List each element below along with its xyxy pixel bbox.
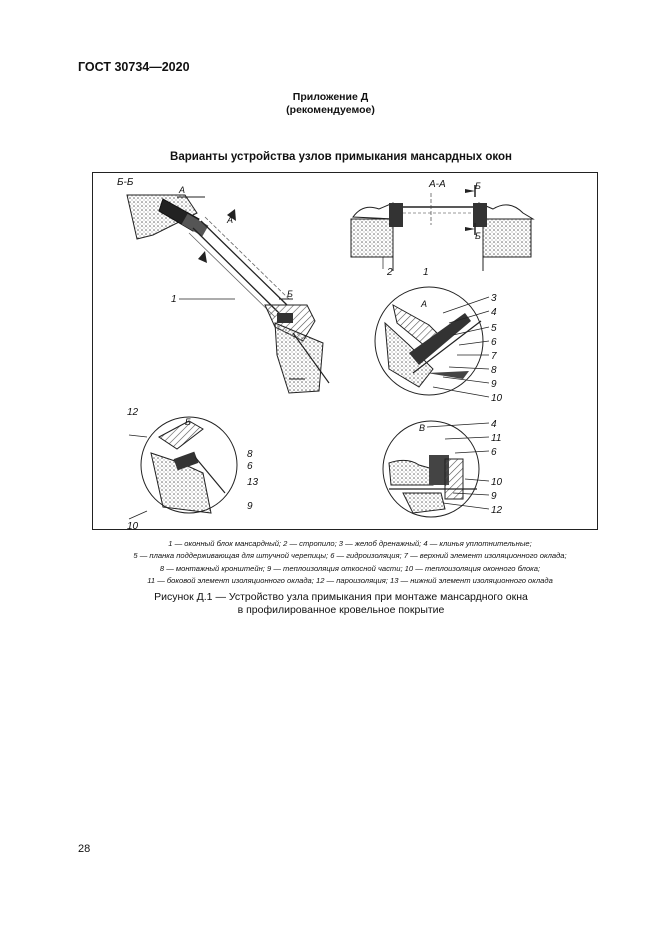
callout-a-8: 8 [491,365,497,376]
detail-a-drawing [374,286,484,396]
label-a-detail: А [420,299,427,309]
callout-b-10: 10 [127,521,139,529]
label-a-main: А [178,185,185,195]
callout-2-aa: 2 [386,267,393,278]
callout-a-4: 4 [491,307,497,318]
appendix-title: Приложение Д [292,91,369,103]
label-b-main: Б [287,289,293,299]
figure-title: Варианты устройства узлов примыкания ман… [170,151,512,163]
callout-a-10: 10 [491,393,503,404]
legend-line: 5 — планка поддерживающая для штучной че… [133,551,567,561]
caption-line-2: в профилированное кровельное покрытие [237,604,445,616]
callout-b-9: 9 [247,501,253,512]
callout-a-6: 6 [491,337,497,348]
detail-v-drawing [382,420,480,518]
callout-a-5: 5 [491,323,497,334]
label-b-sec-2: Б [475,231,481,241]
label-v-detail: В [419,423,425,433]
callout-v-11: 11 [491,433,501,444]
callout-a-9: 9 [491,379,497,390]
label-b-sec: Б [475,181,481,191]
technical-drawing: Б-Б А А Б 1 А-А Б Б 2 1 А 3 4 5 6 7 8 9 … [117,177,535,532]
callout-a-7: 7 [491,351,497,362]
callout-v-12: 12 [491,505,503,516]
caption-line-1: Рисунок Д.1 — Устройство узла примыкания… [154,591,528,603]
section-aa-drawing [350,185,535,271]
appendix-subtitle: (рекомендуемое) [286,104,375,116]
document-header: ГОСТ 30734—2020 [78,60,190,74]
legend-line: 11 — боковой элемент изоляционного оклад… [147,576,553,586]
callout-b-13: 13 [247,477,259,488]
label-b-detail: Б [185,417,191,427]
label-bb: Б-Б [117,177,134,188]
section-bb-drawing [126,194,330,394]
callout-b-12: 12 [127,407,139,418]
callout-v-9: 9 [491,491,497,502]
legend-line: 8 — монтажный кронштейн; 9 — теплоизоляц… [159,563,541,573]
detail-b-drawing [128,416,238,520]
label-a-main-2: А [226,215,233,225]
callout-v-6: 6 [491,447,497,458]
callout-b-6: 6 [247,461,253,472]
label-aa: А-А [428,179,446,190]
callout-1-aa: 1 [423,267,429,278]
legend-line: 1 — оконный блок мансардный; 2 — стропил… [168,539,532,548]
callout-v-4: 4 [491,419,497,430]
callout-1-main: 1 [171,294,177,305]
figure-caption: Рисунок Д.1 — Устройство узла примыкания… [0,591,661,617]
callout-b-8: 8 [247,449,253,460]
figure-frame: Б-Б А А Б 1 А-А Б Б 2 1 А 3 4 5 6 7 8 9 … [92,172,598,532]
callout-v-10: 10 [491,477,503,488]
callout-a-3: 3 [491,293,497,304]
figure-legend: 1 — оконный блок мансардный; 2 — стропил… [40,538,660,588]
page-number: 28 [78,843,91,855]
